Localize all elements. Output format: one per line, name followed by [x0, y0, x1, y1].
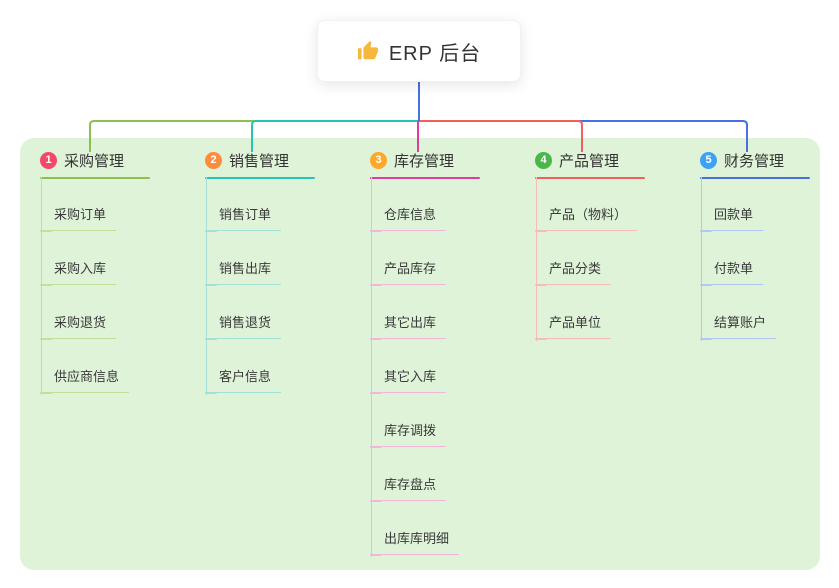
branch-underline — [535, 177, 645, 179]
branch-purchase-label: 采购管理 — [64, 153, 125, 170]
branch-purchase: 1 采购管理 采购订单 采购入库 采购退货 供应商信息 — [39, 150, 200, 395]
node-item: 库存盘点 — [369, 447, 530, 502]
node-item: 结算账户 — [699, 285, 839, 340]
branch-child-rail — [701, 177, 702, 341]
branch-sales-label: 销售管理 — [229, 153, 290, 170]
branches-panel — [20, 138, 820, 570]
node-item: 产品分类 — [534, 231, 695, 286]
branch-sales-header[interactable]: 2 销售管理 — [205, 150, 365, 171]
node-purchase-return[interactable]: 采购退货 — [39, 312, 117, 340]
root-node-erp[interactable]: ERP 后台 — [317, 20, 521, 82]
node-item: 仓库信息 — [369, 177, 530, 232]
branch-underline — [205, 177, 315, 179]
branch-child-rail — [536, 177, 537, 341]
node-receipt-order[interactable]: 回款单 — [699, 204, 764, 232]
thumbs-up-icon — [357, 40, 378, 60]
node-stock-count[interactable]: 库存盘点 — [369, 474, 447, 502]
branch-purchase-header[interactable]: 1 采购管理 — [40, 150, 200, 171]
node-settlement-account[interactable]: 结算账户 — [699, 312, 777, 340]
node-item: 产品（物料） — [534, 177, 695, 232]
branch-inventory-children: 仓库信息 产品库存 其它出库 其它入库 库存调拨 库存盘点 出库库明细 — [369, 177, 530, 556]
node-item: 销售退货 — [204, 285, 365, 340]
branch-product-header[interactable]: 4 产品管理 — [535, 150, 695, 171]
node-payment-order[interactable]: 付款单 — [699, 258, 764, 286]
node-item: 供应商信息 — [39, 339, 200, 394]
node-purchase-order[interactable]: 采购订单 — [39, 204, 117, 232]
branch-finance: 5 财务管理 回款单 付款单 结算账户 — [699, 150, 839, 341]
node-item: 库存调拨 — [369, 393, 530, 448]
node-stock-detail[interactable]: 出库库明细 — [369, 528, 460, 556]
branch-number-badge: 4 — [535, 152, 552, 169]
branch-number-badge: 1 — [40, 152, 57, 169]
branch-number-badge: 5 — [700, 152, 717, 169]
branch-inventory: 3 库存管理 仓库信息 产品库存 其它出库 其它入库 库存调拨 库存盘点 出库库… — [369, 150, 530, 557]
branch-child-rail — [371, 177, 372, 557]
branch-inventory-label: 库存管理 — [394, 153, 455, 170]
node-item: 其它入库 — [369, 339, 530, 394]
node-supplier-info[interactable]: 供应商信息 — [39, 366, 130, 394]
node-other-outbound[interactable]: 其它出库 — [369, 312, 447, 340]
node-sales-order[interactable]: 销售订单 — [204, 204, 282, 232]
node-item: 采购订单 — [39, 177, 200, 232]
branch-number-badge: 3 — [370, 152, 387, 169]
branch-purchase-children: 采购订单 采购入库 采购退货 供应商信息 — [39, 177, 200, 394]
node-warehouse-info[interactable]: 仓库信息 — [369, 204, 447, 232]
node-product-category[interactable]: 产品分类 — [534, 258, 612, 286]
branch-product-label: 产品管理 — [559, 153, 620, 170]
branch-inventory-header[interactable]: 3 库存管理 — [370, 150, 530, 171]
branch-product-children: 产品（物料） 产品分类 产品单位 — [534, 177, 695, 340]
node-item: 回款单 — [699, 177, 839, 232]
branch-number-badge: 2 — [205, 152, 222, 169]
node-other-inbound[interactable]: 其它入库 — [369, 366, 447, 394]
node-item: 产品库存 — [369, 231, 530, 286]
node-stock-transfer[interactable]: 库存调拨 — [369, 420, 447, 448]
node-item: 付款单 — [699, 231, 839, 286]
branch-child-rail — [41, 177, 42, 395]
branch-child-rail — [206, 177, 207, 395]
branch-finance-header[interactable]: 5 财务管理 — [700, 150, 839, 171]
node-sales-return[interactable]: 销售退货 — [204, 312, 282, 340]
branch-finance-label: 财务管理 — [724, 153, 785, 170]
node-item: 采购入库 — [39, 231, 200, 286]
root-title: ERP 后台 — [388, 42, 482, 65]
branch-sales-children: 销售订单 销售出库 销售退货 客户信息 — [204, 177, 365, 394]
node-item: 产品单位 — [534, 285, 695, 340]
node-sales-outbound[interactable]: 销售出库 — [204, 258, 282, 286]
branch-finance-children: 回款单 付款单 结算账户 — [699, 177, 839, 340]
branch-product: 4 产品管理 产品（物料） 产品分类 产品单位 — [534, 150, 695, 341]
node-product-material[interactable]: 产品（物料） — [534, 204, 638, 232]
branch-underline — [700, 177, 810, 179]
node-item: 客户信息 — [204, 339, 365, 394]
branch-underline — [370, 177, 480, 179]
node-purchase-inbound[interactable]: 采购入库 — [39, 258, 117, 286]
node-customer-info[interactable]: 客户信息 — [204, 366, 282, 394]
node-item: 销售出库 — [204, 231, 365, 286]
node-product-stock[interactable]: 产品库存 — [369, 258, 447, 286]
node-item: 出库库明细 — [369, 501, 530, 556]
node-item: 采购退货 — [39, 285, 200, 340]
node-item: 销售订单 — [204, 177, 365, 232]
node-product-unit[interactable]: 产品单位 — [534, 312, 612, 340]
node-item: 其它出库 — [369, 285, 530, 340]
branch-underline — [40, 177, 150, 179]
branch-sales: 2 销售管理 销售订单 销售出库 销售退货 客户信息 — [204, 150, 365, 395]
